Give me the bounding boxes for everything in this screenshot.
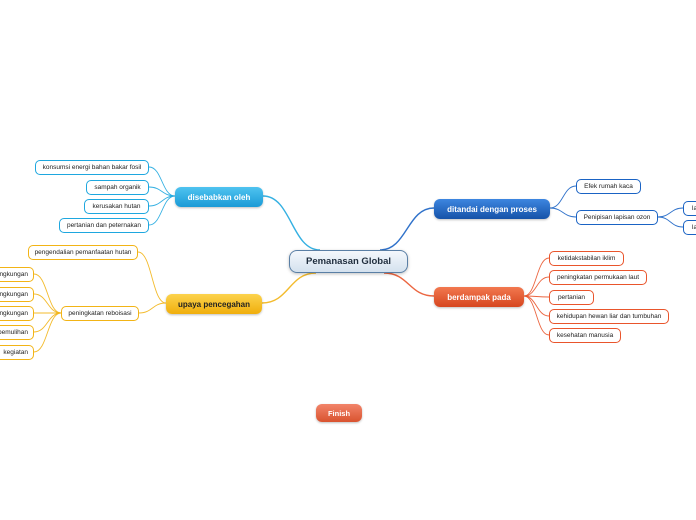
leaf-efek-rumah-kaca[interactable]: Efek rumah kaca xyxy=(576,179,641,194)
leaf-konsumsi-energi[interactable]: konsumsi energi bahan bakar fosil xyxy=(35,160,149,175)
link-upaya-leaf-1 xyxy=(138,302,167,314)
link-disebabkan-leaf-0 xyxy=(148,166,176,197)
leaf-permukaan-laut[interactable]: peningkatan permukaan laut xyxy=(549,270,647,285)
leaf-ketidakstabilan-iklim[interactable]: ketidakstabilan iklim xyxy=(549,251,624,266)
leaf-pengendalian-hutan[interactable]: pengendalian pemanfaatan hutan xyxy=(28,245,138,260)
leaf-reboisasi-sub-5[interactable]: kegiatan xyxy=(0,345,34,360)
link-berdampak-leaf-0 xyxy=(523,257,550,297)
leaf-kesehatan-manusia[interactable]: kesehatan manusia xyxy=(549,328,621,343)
branch-upaya-pencegahan[interactable]: upaya pencegahan xyxy=(166,294,262,314)
branch-ditandai-dengan-proses[interactable]: ditandai dengan proses xyxy=(434,199,550,219)
leaf-kerusakan-hutan[interactable]: kerusakan hutan xyxy=(84,199,149,214)
leaf-reboisasi-sub-1[interactable]: ngkungan xyxy=(0,267,34,282)
leaf-ozon-sub-2[interactable]: la xyxy=(683,220,696,235)
link-central-berdampak xyxy=(383,272,435,297)
finish-topic[interactable]: Finish xyxy=(316,404,362,422)
link-central-upaya xyxy=(261,272,317,304)
leaf-reboisasi-sub-2[interactable]: ngkungan xyxy=(0,287,34,302)
link-berdampak-leaf-4 xyxy=(523,295,550,336)
leaf-reboisasi-sub-3[interactable]: ngkungan xyxy=(0,306,34,321)
link-berdampak-leaf-1 xyxy=(523,276,550,297)
leaf-ozon-sub-1[interactable]: la xyxy=(683,201,696,216)
link-reboisasi-sub-0 xyxy=(33,273,62,314)
link-upaya-leaf-0 xyxy=(137,251,167,304)
link-disebabkan-leaf-1 xyxy=(148,186,176,197)
branch-disebabkan-oleh[interactable]: disebabkan oleh xyxy=(175,187,263,207)
link-ditandai-leaf-0 xyxy=(549,185,577,209)
link-ditandai-leaf-1 xyxy=(549,207,577,218)
leaf-peningkatan-reboisasi[interactable]: peningkatan reboisasi xyxy=(61,306,139,321)
link-reboisasi-sub-1 xyxy=(33,293,62,314)
link-disebabkan-leaf-3 xyxy=(148,195,176,226)
leaf-reboisasi-sub-4[interactable]: pemulihan xyxy=(0,325,34,340)
link-central-disebabkan xyxy=(262,195,321,251)
link-central-ditandai xyxy=(379,207,435,251)
leaf-pertanian[interactable]: pertanian xyxy=(549,290,594,305)
leaf-sampah-organik[interactable]: sampah organik xyxy=(86,180,149,195)
link-ozon-sub-0 xyxy=(657,207,684,218)
link-berdampak-leaf-3 xyxy=(523,295,550,317)
leaf-pertanian-peternakan[interactable]: pertanian dan peternakan xyxy=(59,218,149,233)
link-reboisasi-sub-3 xyxy=(33,312,62,333)
branch-berdampak-pada[interactable]: berdampak pada xyxy=(434,287,524,307)
leaf-penipisan-ozon[interactable]: Penipisan lapisan ozon xyxy=(576,210,658,225)
central-topic[interactable]: Pemanasan Global xyxy=(289,250,408,273)
link-reboisasi-sub-4 xyxy=(33,312,62,353)
link-ozon-sub-1 xyxy=(657,216,684,228)
leaf-hewan-tumbuhan[interactable]: kehidupan hewan liar dan tumbuhan xyxy=(549,309,669,324)
